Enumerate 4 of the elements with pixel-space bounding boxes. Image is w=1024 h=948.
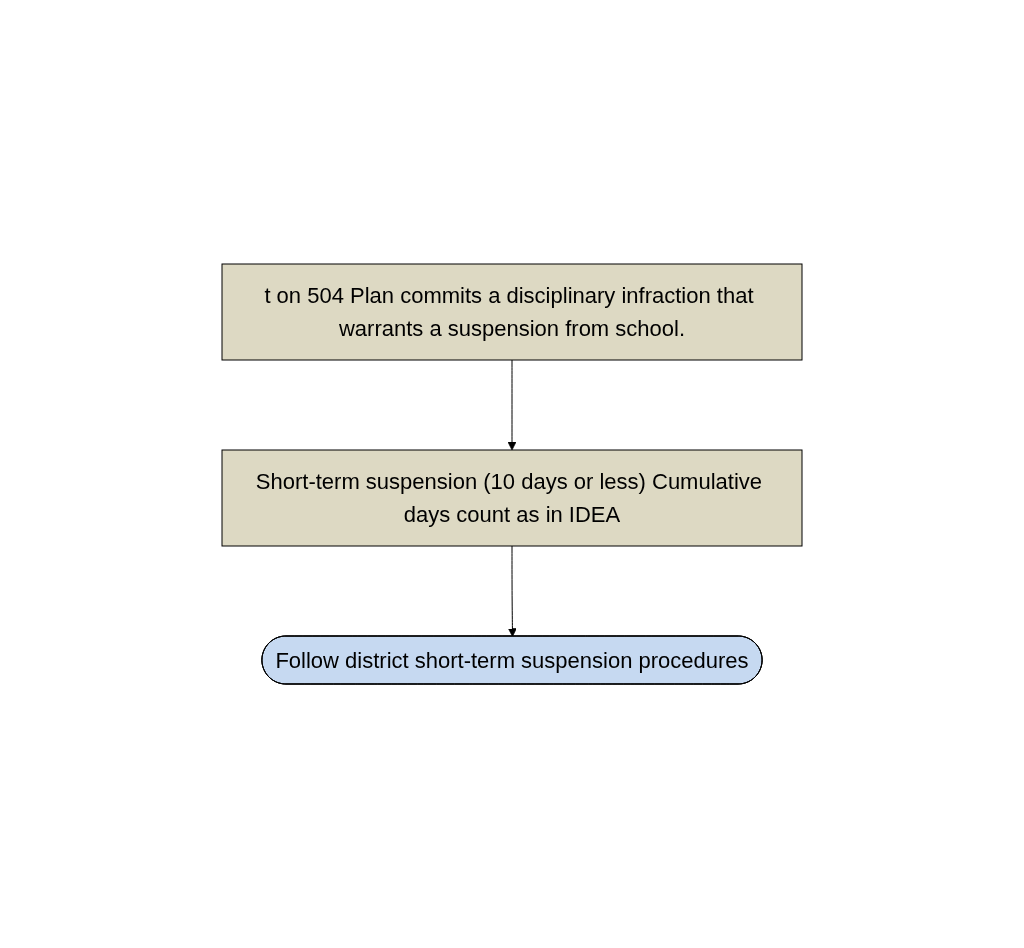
arrow — [507, 359, 517, 451]
node-box: Short-term suspension (10 days or less) Cumulative days count as in IDEA — [221, 449, 803, 547]
arrow — [508, 545, 517, 637]
node-box: t on 504 Plan commits a disciplinary infraction that warrants a suspension from school. — [221, 263, 803, 361]
